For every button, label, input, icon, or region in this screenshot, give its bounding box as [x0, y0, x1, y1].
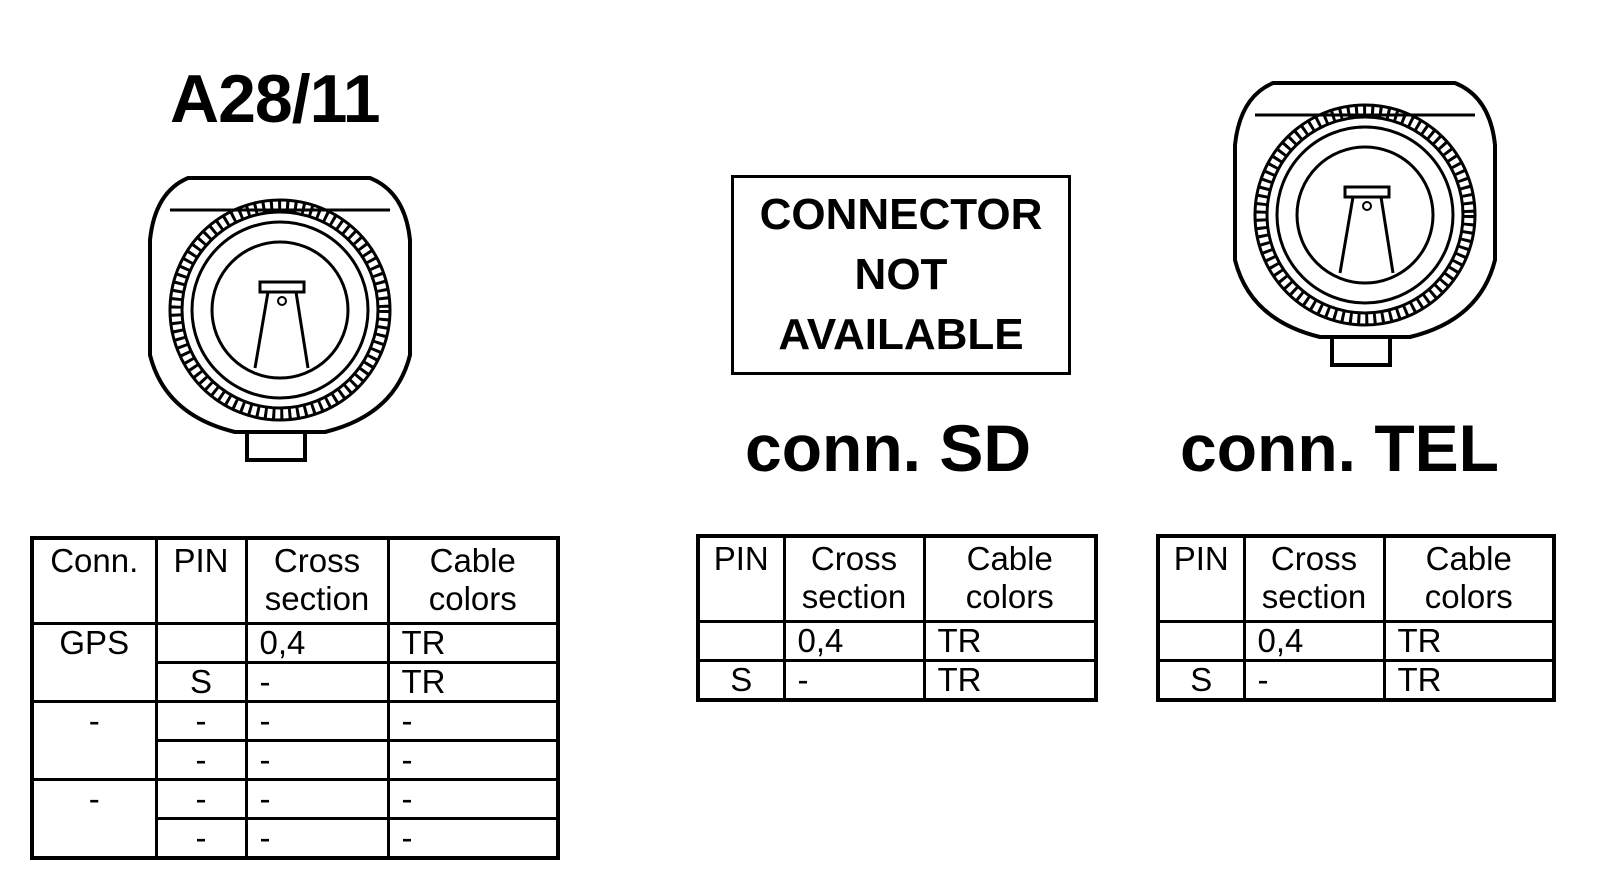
header-pin: PIN — [696, 534, 786, 623]
a28-pin-table: Conn. PIN Cross section Cable colors GPS… — [30, 536, 560, 860]
cross-section-cell: - — [244, 700, 390, 742]
cross-section-cell: 0,4 — [782, 620, 926, 662]
conn-cell: - — [30, 778, 158, 860]
cable-color-cell: - — [386, 817, 560, 860]
table-row: S - TR — [696, 659, 1098, 702]
cable-color-cell: - — [386, 700, 560, 742]
connector-tel-title: conn. TEL — [1180, 411, 1499, 485]
cable-color-cell: TR — [1382, 620, 1556, 662]
table-row: S - TR — [32, 661, 560, 703]
connector-sd-title: conn. SD — [745, 411, 1032, 485]
cross-section-cell: 0,4 — [1242, 620, 1386, 662]
table-row: GPS 0,4 TR — [30, 622, 560, 703]
cable-color-cell: TR — [922, 620, 1098, 662]
pin-cell — [154, 622, 248, 664]
pin-cell: - — [154, 778, 248, 820]
cross-section-cell: - — [244, 739, 390, 781]
table-header-row: PIN Cross section Cable colors — [696, 534, 1098, 623]
connector-not-available-notice: CONNECTOR NOT AVAILABLE — [731, 175, 1071, 375]
sd-pin-table: PIN Cross section Cable colors 0,4 TR S … — [696, 534, 1098, 702]
header-pin: PIN — [154, 536, 248, 625]
notice-line-3: AVAILABLE — [778, 310, 1024, 359]
cross-section-cell: - — [244, 778, 390, 820]
table-row: 0,4 TR — [696, 620, 1098, 662]
pin-cell — [1156, 620, 1246, 662]
pin-cell: - — [154, 739, 248, 781]
cross-section-cell: 0,4 — [244, 622, 390, 664]
connector-tel-drawing — [1233, 81, 1497, 367]
cable-color-cell: TR — [386, 661, 560, 703]
cross-section-cell: - — [244, 661, 390, 703]
pin-cell: S — [154, 661, 248, 703]
cable-color-cell: TR — [1382, 659, 1556, 702]
pin-cell: - — [154, 817, 248, 860]
pin-cell — [696, 620, 786, 662]
cable-color-cell: - — [386, 739, 560, 781]
header-cross-section: Cross section — [244, 536, 390, 625]
connector-a28-title: A28/11 — [170, 61, 381, 137]
table-row: - - - — [32, 817, 560, 860]
cable-color-cell: TR — [922, 659, 1098, 702]
connector-a28-drawing — [148, 176, 412, 462]
header-cable-colors: Cable colors — [386, 536, 560, 625]
pin-cell: S — [1156, 659, 1246, 702]
header-cable-colors: Cable colors — [922, 534, 1098, 623]
pin-cell: S — [696, 659, 786, 702]
cable-color-cell: - — [386, 778, 560, 820]
table-header-row: Conn. PIN Cross section Cable colors — [30, 536, 560, 625]
header-pin: PIN — [1156, 534, 1246, 623]
table-row: - - - - — [30, 700, 560, 781]
notice-line-2: NOT — [854, 250, 948, 299]
conn-cell: - — [30, 700, 158, 781]
header-cross-section: Cross section — [1242, 534, 1386, 623]
header-conn: Conn. — [30, 536, 158, 625]
table-row: - - - - — [30, 778, 560, 860]
cross-section-cell: - — [782, 659, 926, 702]
pin-cell: - — [154, 700, 248, 742]
header-cross-section: Cross section — [782, 534, 926, 623]
conn-cell: GPS — [30, 622, 158, 703]
cross-section-cell: - — [244, 817, 390, 860]
cross-section-cell: - — [1242, 659, 1386, 702]
tel-pin-table: PIN Cross section Cable colors 0,4 TR S … — [1156, 534, 1556, 702]
table-header-row: PIN Cross section Cable colors — [1156, 534, 1556, 623]
notice-line-1: CONNECTOR — [759, 190, 1043, 239]
cable-color-cell: TR — [386, 622, 560, 664]
table-row: - - - — [32, 739, 560, 781]
table-row: S - TR — [1156, 659, 1556, 702]
header-cable-colors: Cable colors — [1382, 534, 1556, 623]
table-row: 0,4 TR — [1156, 620, 1556, 662]
